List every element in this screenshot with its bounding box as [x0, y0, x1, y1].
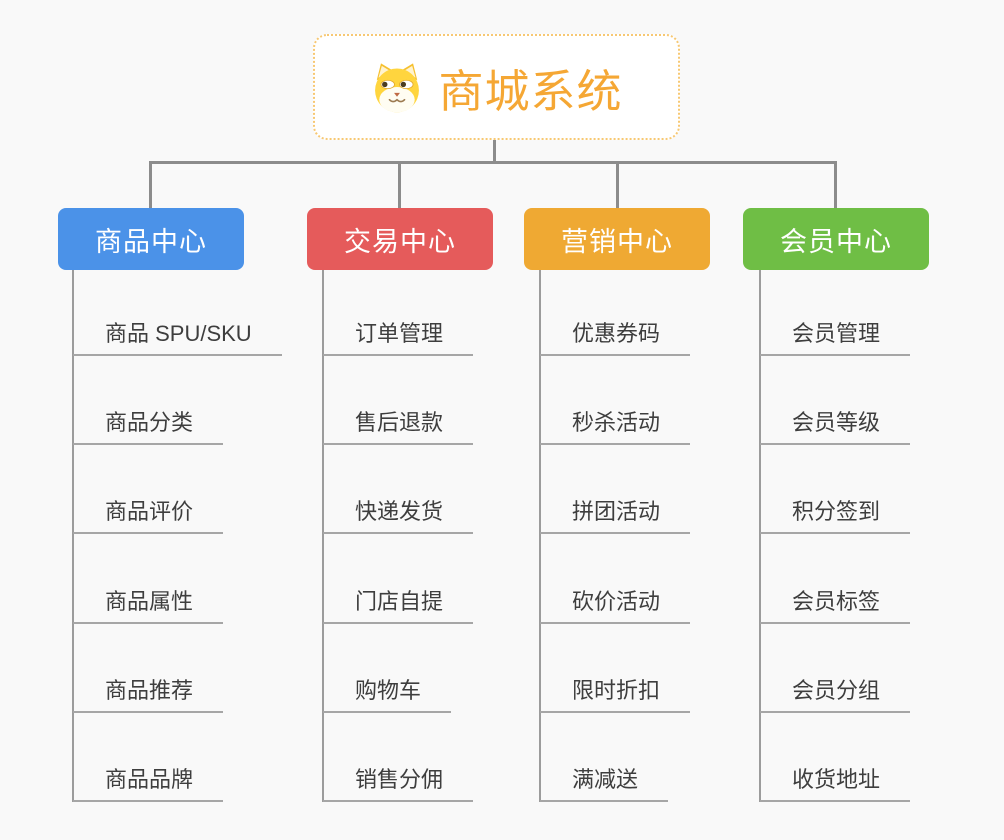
branch-rail-goods: [72, 270, 74, 802]
child-node[interactable]: 满减送: [540, 766, 669, 802]
child-node[interactable]: 会员分组: [760, 677, 911, 713]
branch-rail-member: [759, 270, 761, 802]
connector-drop-marketing: [616, 161, 619, 210]
child-node[interactable]: 收货地址: [760, 766, 911, 802]
child-node[interactable]: 秒杀活动: [540, 409, 691, 445]
root-node-label: 商城系统: [438, 65, 623, 117]
child-node[interactable]: 商品分类: [73, 409, 224, 445]
branch-rail-marketing: [539, 270, 541, 802]
child-node[interactable]: 销售分佣: [323, 766, 474, 802]
child-node[interactable]: 积分签到: [760, 498, 911, 534]
branch-rail-trade: [322, 270, 324, 802]
branch-node-trade-center[interactable]: 交易中心: [307, 208, 493, 270]
branch-node-member-center[interactable]: 会员中心: [743, 208, 929, 270]
child-node[interactable]: 会员标签: [760, 588, 911, 624]
child-node[interactable]: 订单管理: [323, 320, 474, 356]
branch-node-marketing-center[interactable]: 营销中心: [524, 208, 710, 270]
child-node[interactable]: 商品 SPU/SKU: [73, 320, 282, 356]
connector-drop-goods: [149, 161, 152, 210]
connector-drop-member: [834, 161, 837, 210]
child-node[interactable]: 快递发货: [323, 498, 474, 534]
child-node[interactable]: 购物车: [323, 677, 452, 713]
root-node[interactable]: 商城系统: [313, 34, 680, 140]
child-node[interactable]: 商品推荐: [73, 677, 224, 713]
dog-face-icon: [370, 60, 424, 114]
child-node[interactable]: 门店自提: [323, 588, 474, 624]
connector-bus: [149, 161, 837, 164]
connector-drop-trade: [398, 161, 401, 210]
child-node[interactable]: 拼团活动: [540, 498, 691, 534]
child-node[interactable]: 会员管理: [760, 320, 911, 356]
child-node[interactable]: 限时折扣: [540, 677, 691, 713]
connector-root-stem: [493, 140, 496, 164]
branch-node-goods-center[interactable]: 商品中心: [58, 208, 244, 270]
child-node[interactable]: 商品属性: [73, 588, 224, 624]
child-node[interactable]: 商品评价: [73, 498, 224, 534]
child-node[interactable]: 商品品牌: [73, 766, 224, 802]
child-node[interactable]: 优惠券码: [540, 320, 691, 356]
child-node[interactable]: 售后退款: [323, 409, 474, 445]
child-node[interactable]: 砍价活动: [540, 588, 691, 624]
child-node[interactable]: 会员等级: [760, 409, 911, 445]
